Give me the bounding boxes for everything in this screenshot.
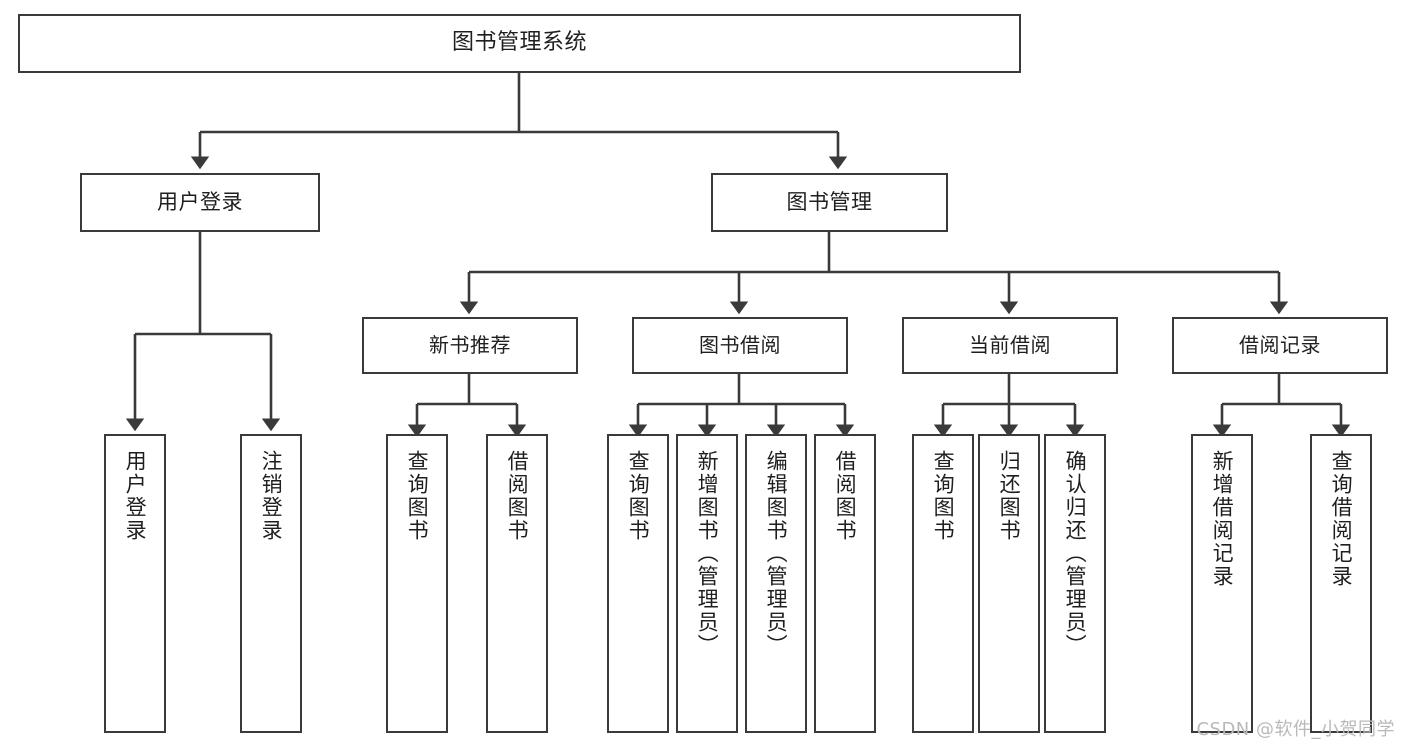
- node-current-borrow[interactable]: 当前借阅: [902, 317, 1118, 374]
- leaf-query-borrow-record[interactable]: 查询借阅记录: [1310, 434, 1372, 733]
- leaf-user-login[interactable]: 用户登录: [104, 434, 166, 733]
- csdn-watermark: CSDN @软件_小贺同学: [1196, 719, 1395, 740]
- node-label: 借阅记录: [1239, 333, 1321, 358]
- node-label: 新增借阅记录: [1210, 450, 1235, 588]
- node-user-login[interactable]: 用户登录: [80, 173, 320, 232]
- node-label: 新书推荐: [429, 333, 511, 358]
- node-label: 图书管理系统: [451, 30, 587, 56]
- node-label: 查询图书: [931, 450, 956, 542]
- leaf-borrow-book[interactable]: 借阅图书: [814, 434, 876, 733]
- node-book-manage[interactable]: 图书管理: [711, 173, 948, 232]
- leaf-query-book-recommend[interactable]: 查询图书: [386, 434, 448, 733]
- node-label: 查询图书: [405, 450, 430, 542]
- node-borrow-record[interactable]: 借阅记录: [1172, 317, 1388, 374]
- node-label: 图书管理: [786, 189, 873, 214]
- leaf-confirm-return[interactable]: 确认归还（管理员）: [1044, 434, 1106, 733]
- node-label: 图书借阅: [699, 333, 781, 358]
- node-label: 借阅图书: [505, 450, 530, 542]
- leaf-add-book[interactable]: 新增图书（管理员）: [676, 434, 738, 733]
- node-label: 查询借阅记录: [1329, 450, 1354, 588]
- leaf-borrow-book-recommend[interactable]: 借阅图书: [486, 434, 548, 733]
- node-label: 归还图书: [997, 450, 1022, 542]
- node-new-book-recommend[interactable]: 新书推荐: [362, 317, 578, 374]
- node-label: 注销登录: [259, 450, 284, 542]
- node-label: 确认归还（管理员）: [1063, 450, 1088, 657]
- node-label: 当前借阅: [969, 333, 1051, 358]
- node-label: 编辑图书（管理员）: [764, 450, 789, 657]
- leaf-return-book[interactable]: 归还图书: [978, 434, 1040, 733]
- leaf-query-book-current[interactable]: 查询图书: [912, 434, 974, 733]
- node-label: 用户登录: [157, 189, 243, 214]
- leaf-query-book-borrow[interactable]: 查询图书: [607, 434, 669, 733]
- node-label: 借阅图书: [833, 450, 858, 542]
- node-book-borrow[interactable]: 图书借阅: [632, 317, 848, 374]
- node-label: 查询图书: [626, 450, 651, 542]
- leaf-edit-book[interactable]: 编辑图书（管理员）: [745, 434, 807, 733]
- leaf-add-borrow-record[interactable]: 新增借阅记录: [1191, 434, 1253, 733]
- node-label: 用户登录: [123, 450, 148, 542]
- node-root-system[interactable]: 图书管理系统: [18, 14, 1021, 73]
- node-label: 新增图书（管理员）: [695, 450, 720, 657]
- leaf-logout-login[interactable]: 注销登录: [240, 434, 302, 733]
